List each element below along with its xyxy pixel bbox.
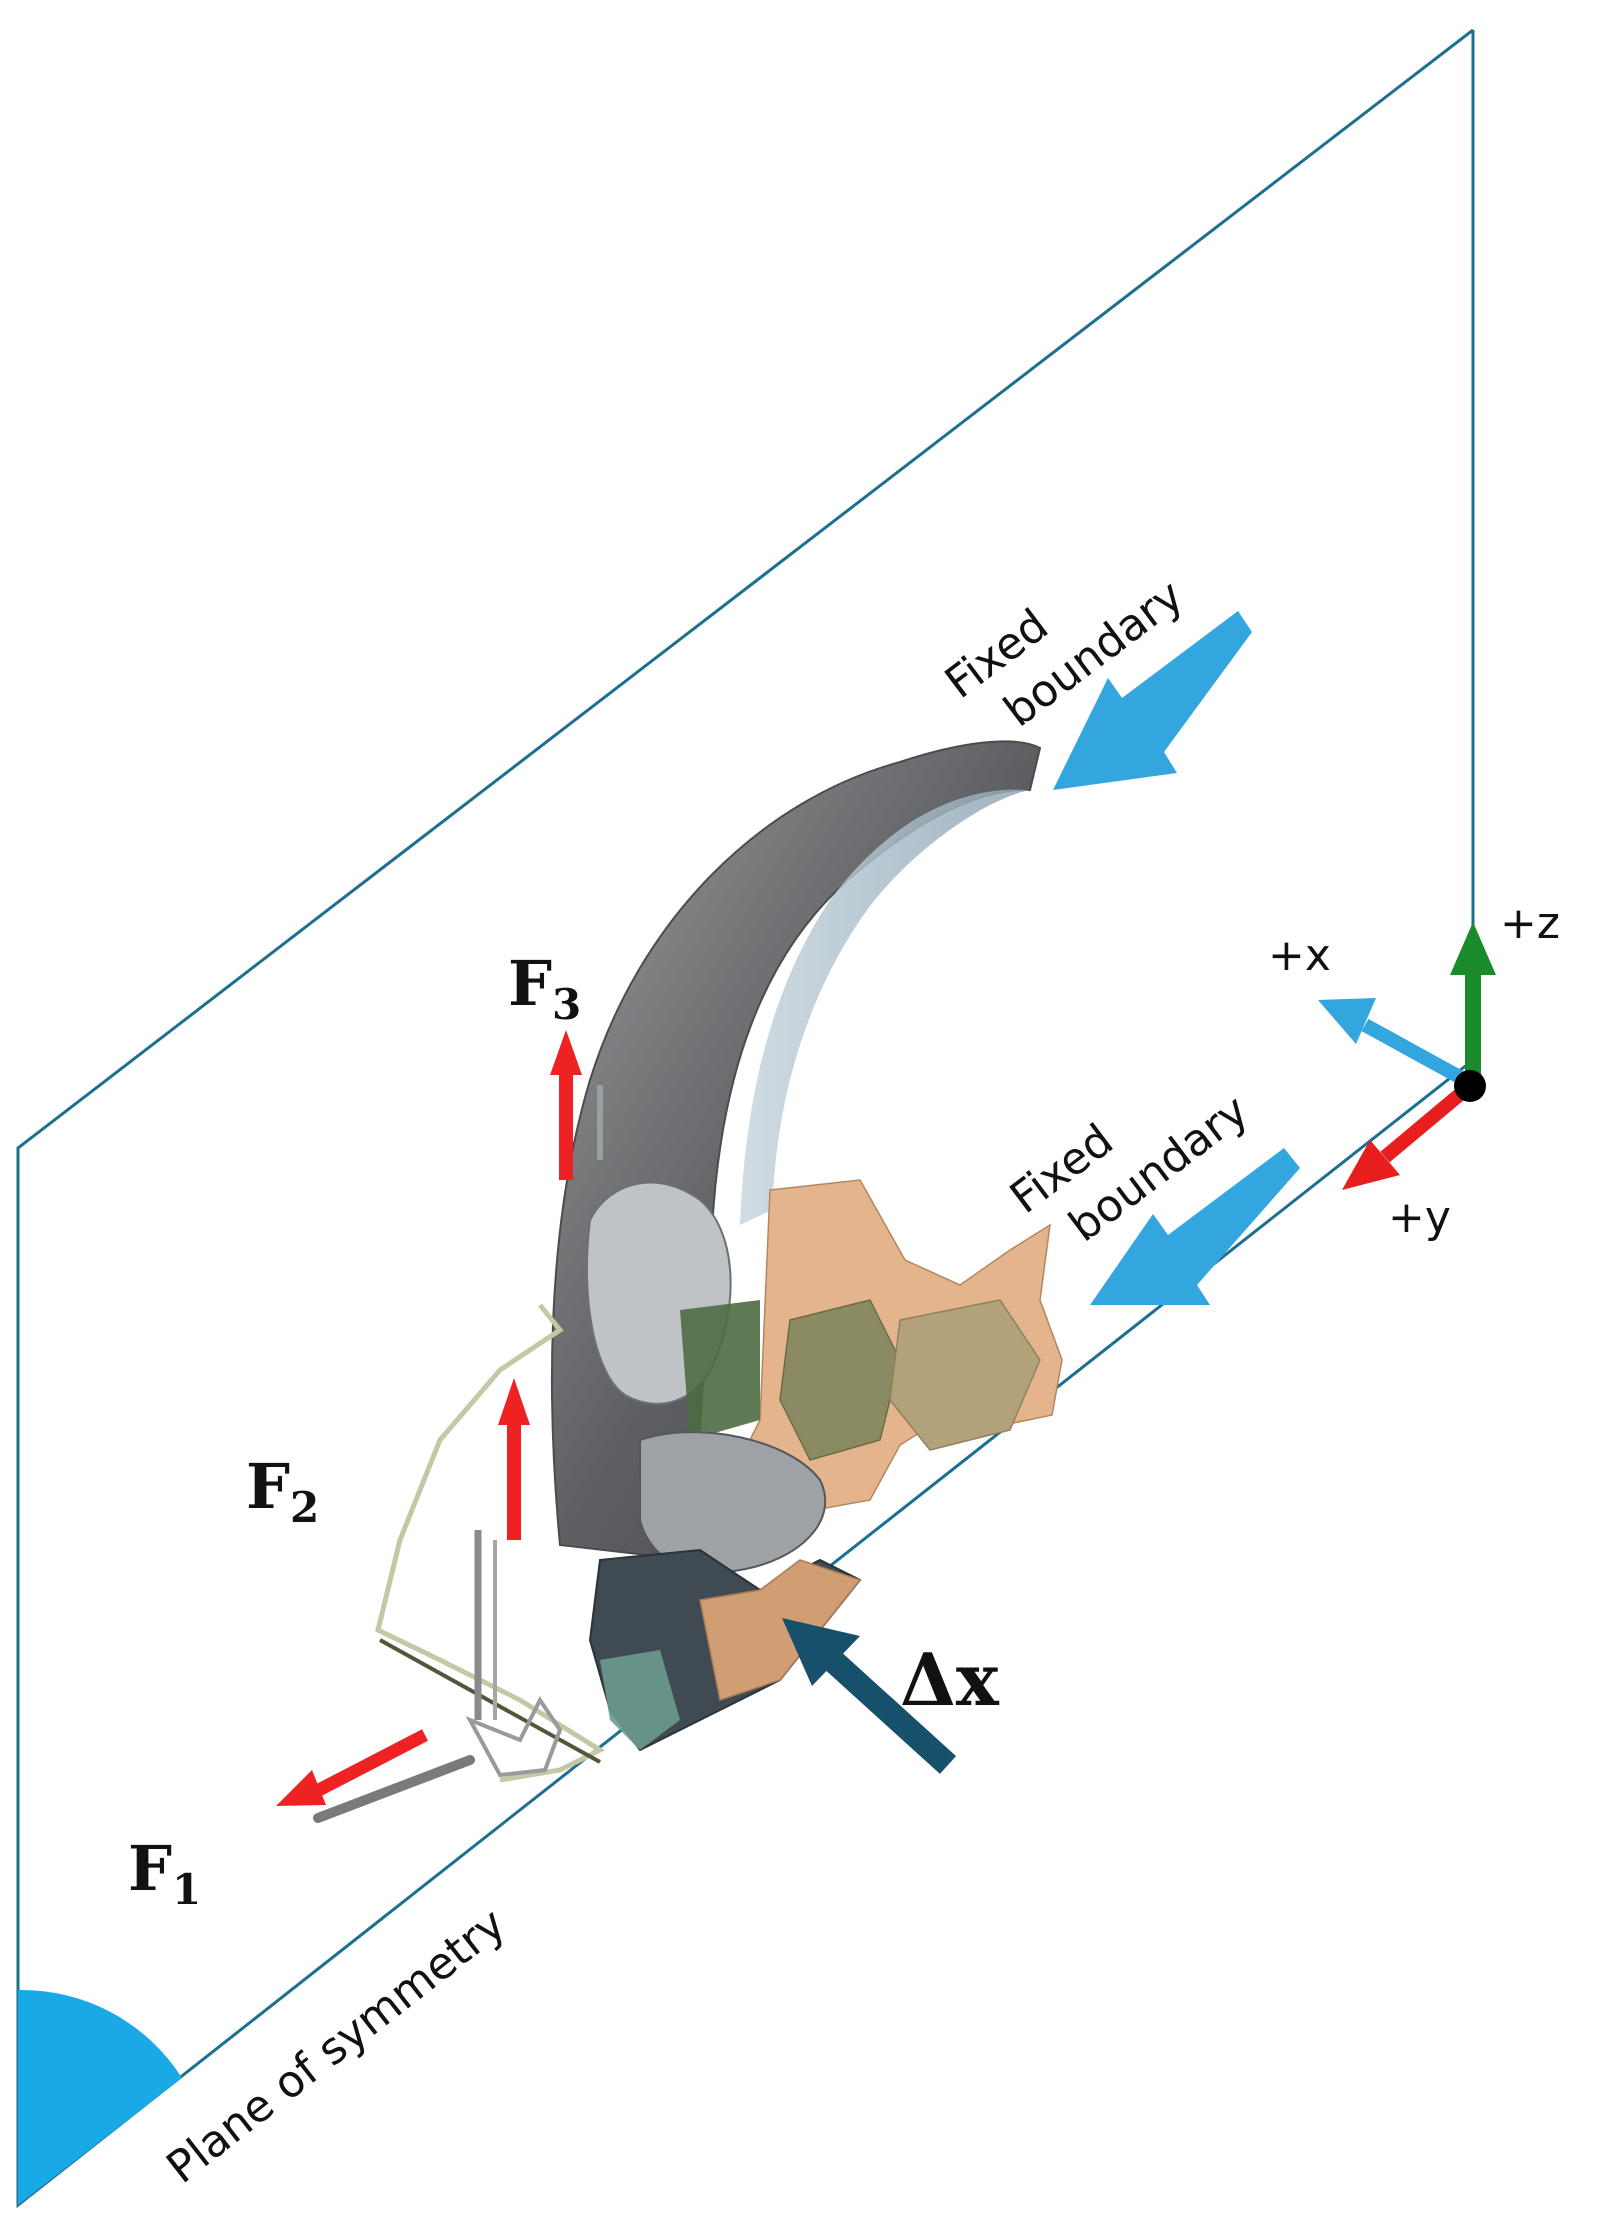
force-f1-arrow (276, 1729, 428, 1806)
force-f3-label: F3 (508, 947, 581, 1029)
axis-y-label: +y (1388, 1192, 1451, 1243)
helmet-head-model (313, 740, 1063, 1823)
force-labels: F3 F2 F1 (128, 947, 581, 1914)
helmet-shell-inner-edge (740, 789, 1030, 1225)
fixed-boundary-bottom: Fixed boundary (1001, 1085, 1300, 1305)
force-f1-label: F1 (128, 1832, 201, 1914)
corner-angle-marker (18, 1989, 182, 2205)
force-arrows (276, 1030, 582, 1806)
mount-clamp (465, 1696, 563, 1778)
symmetry-plane (16, 28, 1475, 2209)
mount-rod (379, 1638, 601, 1764)
delta-x: Δx (782, 1618, 1000, 1774)
delta-x-arrow (821, 1649, 957, 1774)
olive-region (779, 1299, 901, 1461)
force-f3-arrow (550, 1030, 582, 1180)
plane-of-symmetry-label: Plane of symmetry (157, 1898, 515, 2193)
plane-outline (16, 28, 1475, 2209)
axis-z-label: +z (1500, 898, 1560, 949)
neck-tan (699, 1559, 862, 1701)
force-f2-arrow (498, 1378, 530, 1540)
green-region (680, 1300, 760, 1440)
fixed-boundary-bottom-arrow (1090, 1148, 1300, 1305)
mount-spring (313, 1755, 475, 1823)
axis-y (1342, 1084, 1470, 1190)
axis-x (1318, 998, 1469, 1087)
neck-teal (600, 1650, 680, 1750)
olive-region-2 (889, 1299, 1041, 1451)
force-f2-label: F2 (246, 1450, 319, 1532)
axis-origin (1454, 1070, 1486, 1102)
axis-x-label: +x (1268, 930, 1331, 981)
fixed-boundary-top-arrow (1053, 611, 1252, 790)
coordinate-axes: +z +x +y (1268, 898, 1560, 1243)
axis-z (1450, 922, 1496, 1085)
delta-x-label: Δx (900, 1637, 1000, 1722)
delta-x-arrowhead (782, 1618, 860, 1686)
